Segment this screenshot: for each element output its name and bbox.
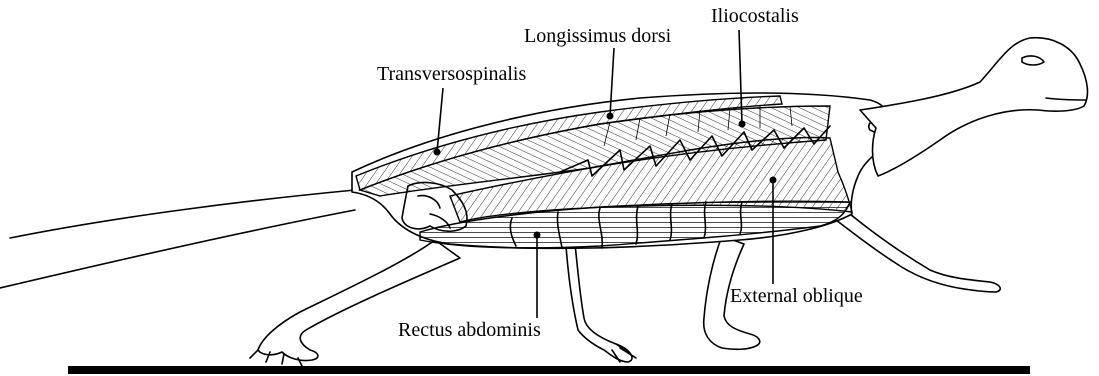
ground-line (68, 366, 1030, 374)
neck-head (860, 38, 1087, 176)
label-iliocostalis: Iliocostalis (711, 5, 799, 27)
iliocostalis-dot (739, 121, 746, 128)
label-external-oblique: External oblique (730, 285, 863, 307)
foreleg-far (836, 214, 1000, 292)
label-transversospinalis: Transversospinalis (377, 63, 526, 85)
hind-leg (258, 240, 460, 361)
label-rectus-abdominis: Rectus abdominis (398, 319, 541, 341)
tail (0, 190, 355, 288)
external-oblique-dot (770, 177, 777, 184)
label-longissimus-dorsi: Longissimus dorsi (524, 25, 672, 47)
rectus-abdominis-dot (534, 232, 541, 239)
longissimus-dorsi-dot (607, 113, 614, 120)
hind-leg-far (566, 244, 632, 362)
transversospinalis-dot (434, 149, 441, 156)
